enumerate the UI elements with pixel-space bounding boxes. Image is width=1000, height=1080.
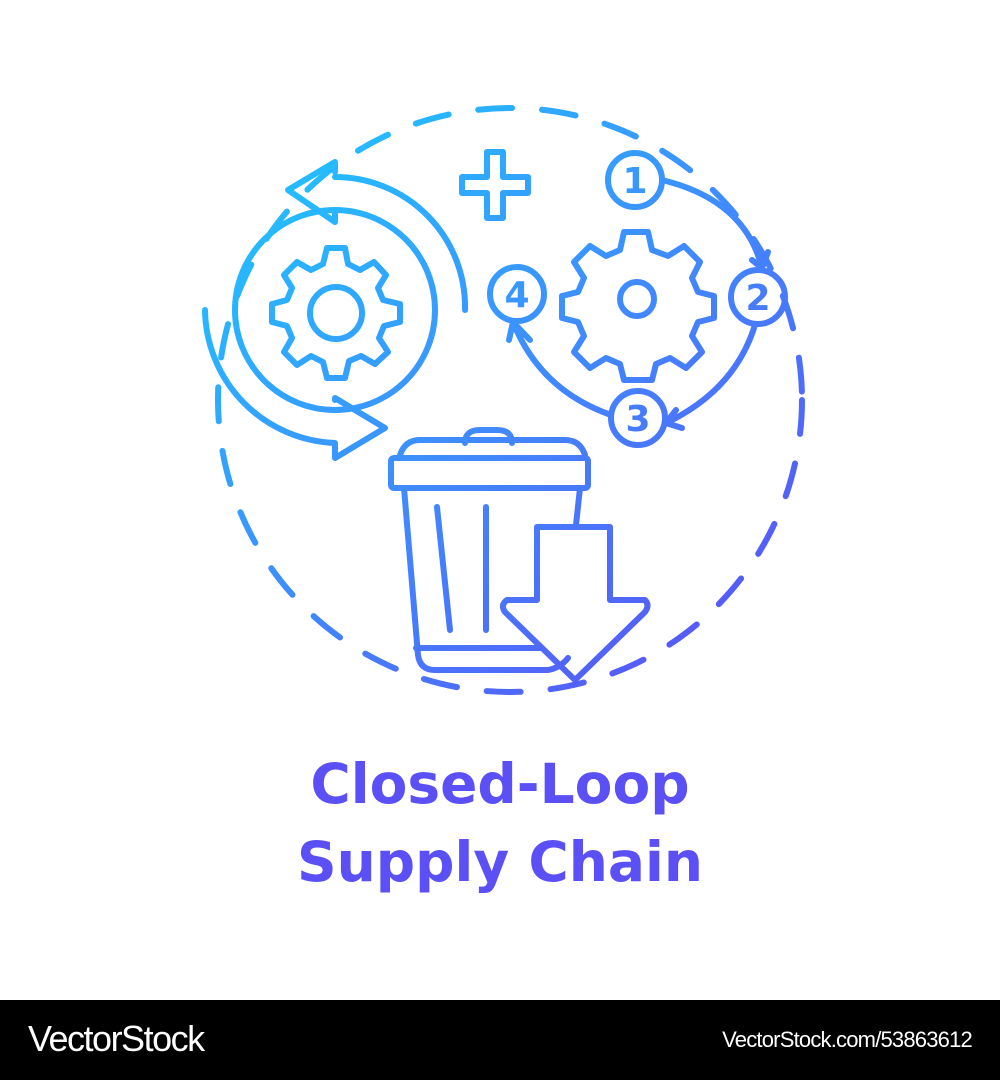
step-2-badge: [728, 267, 788, 327]
plus-icon: [459, 149, 531, 221]
watermark-footer: VectorStock VectorStock.com/53863612: [0, 1000, 1000, 1080]
title-line-1: Closed-Loop: [310, 752, 690, 816]
trash-can-icon: [388, 427, 591, 673]
gear-icon: [269, 245, 403, 381]
step-2-label: 2: [745, 278, 770, 319]
step-3-label: 3: [625, 399, 650, 440]
cycle-arrows-gear-icon: [202, 159, 469, 461]
closed-loop-supply-chain-illustration: 1 2 3 4: [202, 105, 805, 695]
step-4-badge: [487, 264, 547, 324]
step-1-label: 1: [622, 161, 647, 202]
step-4-label: 4: [504, 275, 529, 316]
vectorstock-logo: VectorStock: [28, 1018, 205, 1059]
image-reference: VectorStock.com/53863612: [722, 1027, 973, 1052]
down-arrow-icon: [499, 524, 651, 683]
gear-icon: [559, 229, 717, 383]
dashed-circle-frame: [215, 105, 805, 695]
numbered-process-cycle-icon: [487, 150, 788, 448]
title-line-2: Supply Chain: [296, 830, 703, 894]
